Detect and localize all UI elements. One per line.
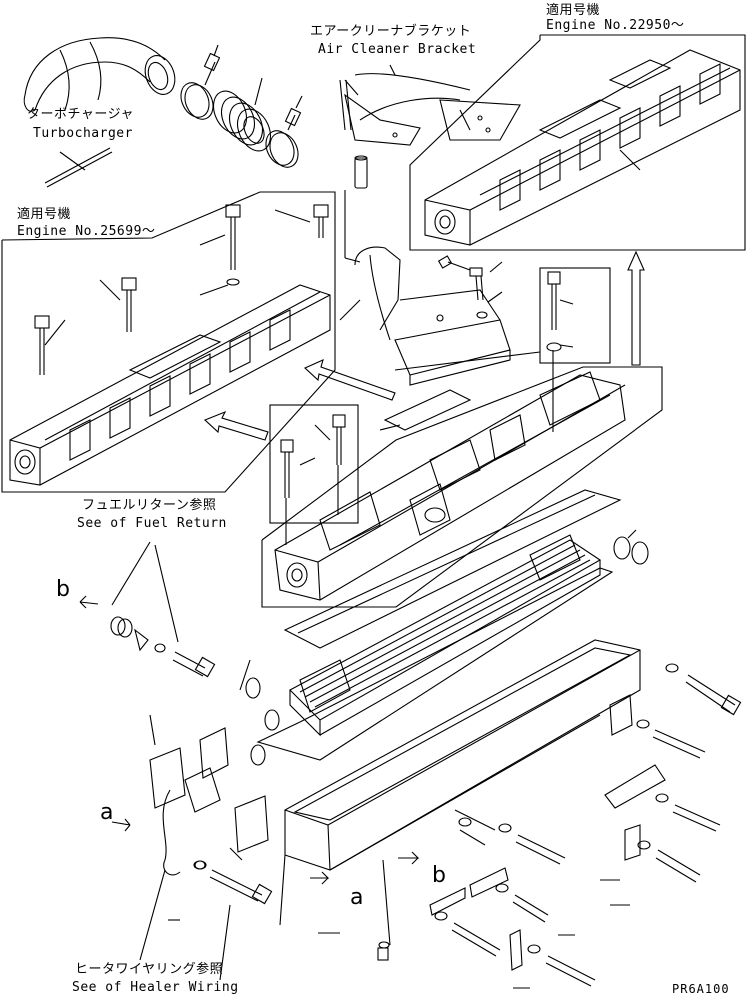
arrow-up: [627, 250, 645, 366]
engine-22950-box: [409, 34, 746, 251]
label-turbo-jp: ターボチャージャ: [27, 107, 134, 122]
label-engine-b-no: Engine No.25699～: [17, 224, 156, 239]
gasket-upper: [283, 489, 622, 649]
gasket-lower: [256, 567, 614, 761]
main-manifold-box: [261, 366, 663, 608]
bolts-left-2: [280, 414, 346, 545]
label-engine-a-no: Engine No.22950～: [546, 18, 685, 33]
turbo-leader: [44, 147, 111, 184]
bellows-hose: [212, 77, 272, 152]
callout-a-2: a: [350, 885, 364, 910]
label-fuel-en: See of Fuel Return: [77, 516, 227, 531]
callout-a-1: a: [100, 800, 114, 825]
manifold-left: [9, 284, 331, 486]
intake-connector: [339, 246, 511, 386]
label-bracket-en: Air Cleaner Bracket: [318, 42, 477, 57]
engine-25699-box: [1, 191, 336, 493]
housing-bolts: [193, 663, 742, 987]
intercooler-core: [289, 534, 602, 737]
manifold-main: [274, 371, 626, 601]
bolt-box-left: [269, 404, 359, 524]
oring-1: [613, 536, 631, 560]
clamp-ring-1: [180, 44, 221, 120]
label-fuel-jp: フュエルリターン参照: [82, 498, 217, 513]
drawing-code: PR6A100: [672, 982, 730, 996]
turbocharger-elbow: [23, 37, 176, 112]
label-heater-jp: ヒータワイヤリング参照: [75, 962, 224, 977]
bolts-left: [34, 204, 329, 375]
clamp-ring-2: [265, 95, 303, 168]
arrow-left-1: [203, 410, 269, 441]
small-bolts: [437, 255, 503, 319]
housing-brackets: [429, 694, 666, 971]
gasket-small: [383, 389, 472, 431]
label-heater-en: See of Healer Wiring: [72, 980, 239, 995]
bolt-box-right: [539, 267, 611, 364]
heater-parts: [111, 727, 269, 981]
label-engine-a-jp: 適用号機: [546, 3, 601, 18]
fuel-return-parts: [79, 541, 216, 678]
spacer-pipe: [354, 157, 368, 189]
manifold-upper: [424, 49, 741, 246]
oring-2: [245, 677, 261, 699]
arrow-left-2: [304, 359, 396, 401]
callout-b-2: b: [432, 863, 447, 888]
callout-b-1: b: [56, 577, 71, 602]
air-cleaner-bracket: [339, 64, 521, 146]
label-bracket-jp: エアークリーナブラケット: [310, 24, 472, 39]
intercooler-housing: [279, 639, 641, 926]
label-turbo-en: Turbocharger: [33, 126, 133, 141]
label-engine-b-jp: 適用号機: [17, 207, 72, 222]
